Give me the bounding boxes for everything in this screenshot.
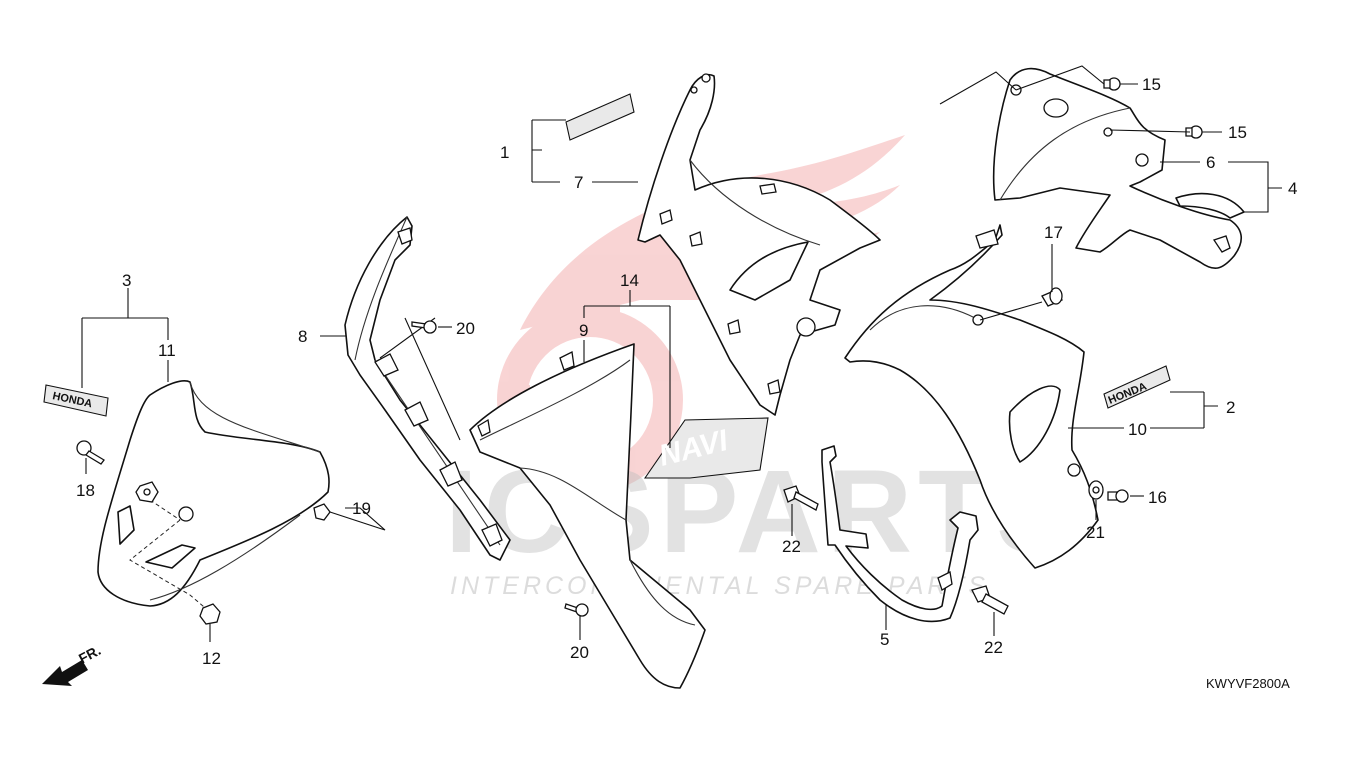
inner-cover-cap-4 <box>1175 192 1245 219</box>
callout-6: 6 <box>1206 153 1215 172</box>
front-top-cover-body <box>97 380 330 607</box>
center-panel-9 <box>469 343 706 689</box>
callout-2: 2 <box>1226 398 1235 417</box>
callout-19: 19 <box>352 499 371 518</box>
inner-panel-7 <box>637 73 881 416</box>
screw-20-upper <box>411 320 437 334</box>
front-direction-arrow: FR. <box>42 642 103 686</box>
callout-11: 11 <box>158 341 176 360</box>
callout-15-upper: 15 <box>1142 75 1161 94</box>
bolt-22-left <box>783 485 819 511</box>
stripe-decal-1 <box>565 93 635 141</box>
nut-12 <box>199 603 221 625</box>
side-panel-8 <box>344 216 511 561</box>
bracket-5-body <box>821 445 979 623</box>
center-panel-9-body <box>469 343 706 689</box>
callout-22-left: 22 <box>782 537 801 556</box>
callout-12: 12 <box>202 649 221 668</box>
callout-10: 10 <box>1128 420 1147 439</box>
front-cover-vent-right <box>145 544 196 569</box>
inner-cover-6-body <box>992 67 1242 269</box>
bolt-22-right <box>971 585 1009 615</box>
callout-4: 4 <box>1288 179 1297 198</box>
fr-arrow-icon <box>42 660 88 686</box>
front-cover-grommet <box>178 506 194 522</box>
clip-19 <box>313 503 331 521</box>
callout-22-right: 22 <box>984 638 1003 657</box>
side-cover-10 <box>844 224 1099 569</box>
callout-1: 1 <box>500 143 509 162</box>
washer-21 <box>1088 480 1104 500</box>
bolt-17 <box>1041 287 1063 307</box>
callout-8: 8 <box>298 327 307 346</box>
screw-15-upper <box>1103 77 1121 91</box>
callout-5: 5 <box>880 630 889 649</box>
front-cover-vent-left <box>117 505 135 545</box>
side-cover-10-vent <box>1008 385 1061 463</box>
inner-panel-7-vent <box>729 241 809 301</box>
callout-20-lower: 20 <box>570 643 589 662</box>
inner-cover-6 <box>992 67 1245 269</box>
bolt-16 <box>1107 489 1129 503</box>
grommet-nut-left <box>135 481 159 503</box>
callout-20-upper: 20 <box>456 319 475 338</box>
callout-7: 7 <box>574 173 583 192</box>
bracket-5 <box>821 445 979 623</box>
front-top-cover <box>97 380 330 613</box>
callout-16: 16 <box>1148 488 1167 507</box>
navi-decal: NAVI <box>643 417 769 479</box>
screw-20-lower <box>564 603 589 617</box>
watermark-tagline: INTERCONTINENTAL SPARE PARTS <box>450 572 989 600</box>
honda-emblem-left: HONDA <box>43 384 109 417</box>
screw-15-lower <box>1185 125 1203 139</box>
diagram-code: KWYVF2800A <box>1206 676 1290 691</box>
callout-18: 18 <box>76 481 95 500</box>
callout-3: 3 <box>122 271 131 290</box>
callout-9: 9 <box>579 321 588 340</box>
callout-15-lower: 15 <box>1228 123 1247 142</box>
callout-17: 17 <box>1044 223 1063 242</box>
screw-18 <box>76 440 105 465</box>
leader-lines <box>81 65 1282 642</box>
inner-panel-7-body <box>637 74 881 416</box>
callout-14: 14 <box>620 271 639 290</box>
callouts: 1 7 3 11 18 12 19 8 20 20 14 9 15 15 6 4… <box>76 75 1297 668</box>
honda-emblem-right: HONDA <box>1103 365 1171 409</box>
callout-21: 21 <box>1086 523 1105 542</box>
